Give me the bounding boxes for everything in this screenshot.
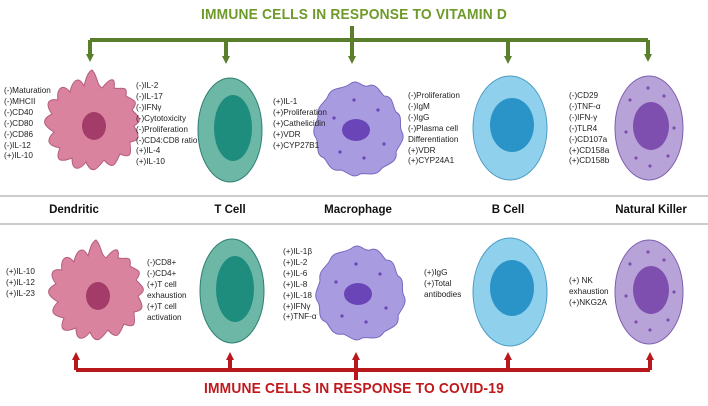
list-item: (+)NKG2A xyxy=(569,297,607,307)
vitd-dendritic-list: (-)Maturation(-)MHCII(-)CD40(-)CD80(-)CD… xyxy=(4,86,51,162)
label-macrophage: Macrophage xyxy=(324,204,392,216)
list-item: (+)T cell xyxy=(147,279,177,289)
list-item: (+)IL-1 xyxy=(273,97,298,106)
dendritic-cell-icon xyxy=(48,239,144,341)
list-item: (+)IL-18 xyxy=(283,290,312,300)
list-item: (+) NK xyxy=(569,276,593,285)
t-cell-icon xyxy=(197,77,263,183)
macrophage-icon xyxy=(315,245,406,341)
list-item: antibodies xyxy=(424,289,462,299)
list-item: (-)IgG xyxy=(408,112,430,122)
dendritic-cell-icon xyxy=(44,69,140,171)
list-item: (+)IL-10 xyxy=(136,157,165,167)
list-item: (-)CD29 xyxy=(569,91,599,100)
list-item: (-)MHCII xyxy=(4,96,36,106)
list-item: (-)CD4:CD8 ratio xyxy=(136,135,198,145)
list-item: exhaustion xyxy=(569,286,609,296)
list-item: (-)Cytotoxicity xyxy=(136,113,187,123)
list-item: (-)IgM xyxy=(408,101,430,111)
covid-dendritic-list: (+)IL-10(+)IL-12(+)IL-23 xyxy=(6,267,35,300)
covid-title: IMMUNE CELLS IN RESPONSE TO COVID-19 xyxy=(203,380,505,397)
list-item: (+)CD158a xyxy=(569,145,610,155)
list-item: (+)VDR xyxy=(408,145,436,155)
list-item: (-)Proliferation xyxy=(408,91,460,100)
b-cell-icon xyxy=(472,75,548,181)
list-item: (+)IL-6 xyxy=(283,268,308,278)
list-item: (-)TLR4 xyxy=(569,123,598,133)
vitd-macrophage-list: (+)IL-1(+)Proliferation(+)Cathelicidin(+… xyxy=(273,97,327,152)
list-item: Differentiation xyxy=(408,134,459,144)
list-item: (+)CYP24A1 xyxy=(408,156,455,166)
natural-killer-cell-icon xyxy=(614,75,684,181)
b-cell-icon xyxy=(472,237,548,347)
list-item: activation xyxy=(147,312,182,322)
macrophage-icon xyxy=(313,81,404,177)
list-item: (+)CD158b xyxy=(569,156,610,166)
list-item: (-)CD4+ xyxy=(147,268,177,278)
list-item: (-)IFNγ xyxy=(136,102,162,112)
list-item: (-)IL-12 xyxy=(4,140,31,150)
list-item: (-)Proliferation xyxy=(136,124,188,134)
list-item: (+)IL-10 xyxy=(4,151,33,161)
list-item: (-)CD8+ xyxy=(147,258,177,267)
list-item: (+)TNF-α xyxy=(283,312,317,322)
label-t-cell: T Cell xyxy=(214,204,246,216)
list-item: (+)IL-8 xyxy=(283,279,308,289)
list-item: (+)IgG xyxy=(424,268,448,277)
covid-bracket xyxy=(72,352,654,380)
list-item: (+)T cell xyxy=(147,301,177,311)
list-item: (+)IL-10 xyxy=(6,267,35,276)
list-item: (+)VDR xyxy=(273,129,301,139)
list-item: (+)IL-1β xyxy=(283,247,313,256)
list-item: (-)IFN-γ xyxy=(569,112,598,122)
label-natural-killer: Natural Killer xyxy=(615,204,687,216)
list-item: (-)Plasma cell xyxy=(408,123,459,133)
natural-killer-cell-icon xyxy=(614,239,684,345)
list-item: (+)IL-23 xyxy=(6,288,35,298)
list-item: exhaustion xyxy=(147,290,187,300)
list-item: (-)CD86 xyxy=(4,129,34,139)
t-cell-icon xyxy=(199,238,265,344)
list-item: (+)IFNγ xyxy=(283,301,311,311)
list-item: (-)CD80 xyxy=(4,118,34,128)
list-item: (-)CD107a xyxy=(569,134,608,144)
vitd-nk-list: (-)CD29(-)TNF-α(-)IFN-γ(-)TLR4(-)CD107a(… xyxy=(569,91,609,167)
vitd-tcell-list: (-)IL-2(-)IL-17(-)IFNγ(-)Cytotoxicity(-)… xyxy=(136,81,197,168)
list-item: (-)IL-17 xyxy=(136,91,163,101)
list-item: (-)IL-2 xyxy=(136,81,159,90)
vitamin-d-bracket xyxy=(86,26,652,64)
vitd-bcell-list: (-)Proliferation(-)IgM(-)IgG(-)Plasma ce… xyxy=(408,91,460,167)
label-dendritic: Dendritic xyxy=(49,204,99,216)
covid-macrophage-list: (+)IL-1β(+)IL-2(+)IL-6(+)IL-8(+)IL-18(+)… xyxy=(283,247,317,323)
list-item: (-)CD40 xyxy=(4,107,34,117)
label-b-cell: B Cell xyxy=(491,204,525,216)
list-item: (+)Total xyxy=(424,278,452,288)
list-item: (+)IL-2 xyxy=(283,257,308,267)
list-item: (+)IL-4 xyxy=(136,146,161,156)
list-item: (+)Proliferation xyxy=(273,107,327,117)
list-item: (-)Maturation xyxy=(4,86,51,95)
vitamin-d-title: IMMUNE CELLS IN RESPONSE TO VITAMIN D xyxy=(200,6,508,23)
list-item: (+)Cathelicidin xyxy=(273,118,326,128)
list-item: (-)TNF-α xyxy=(569,101,601,111)
list-item: (+)CYP27B1 xyxy=(273,140,320,150)
list-item: (+)IL-12 xyxy=(6,277,35,287)
